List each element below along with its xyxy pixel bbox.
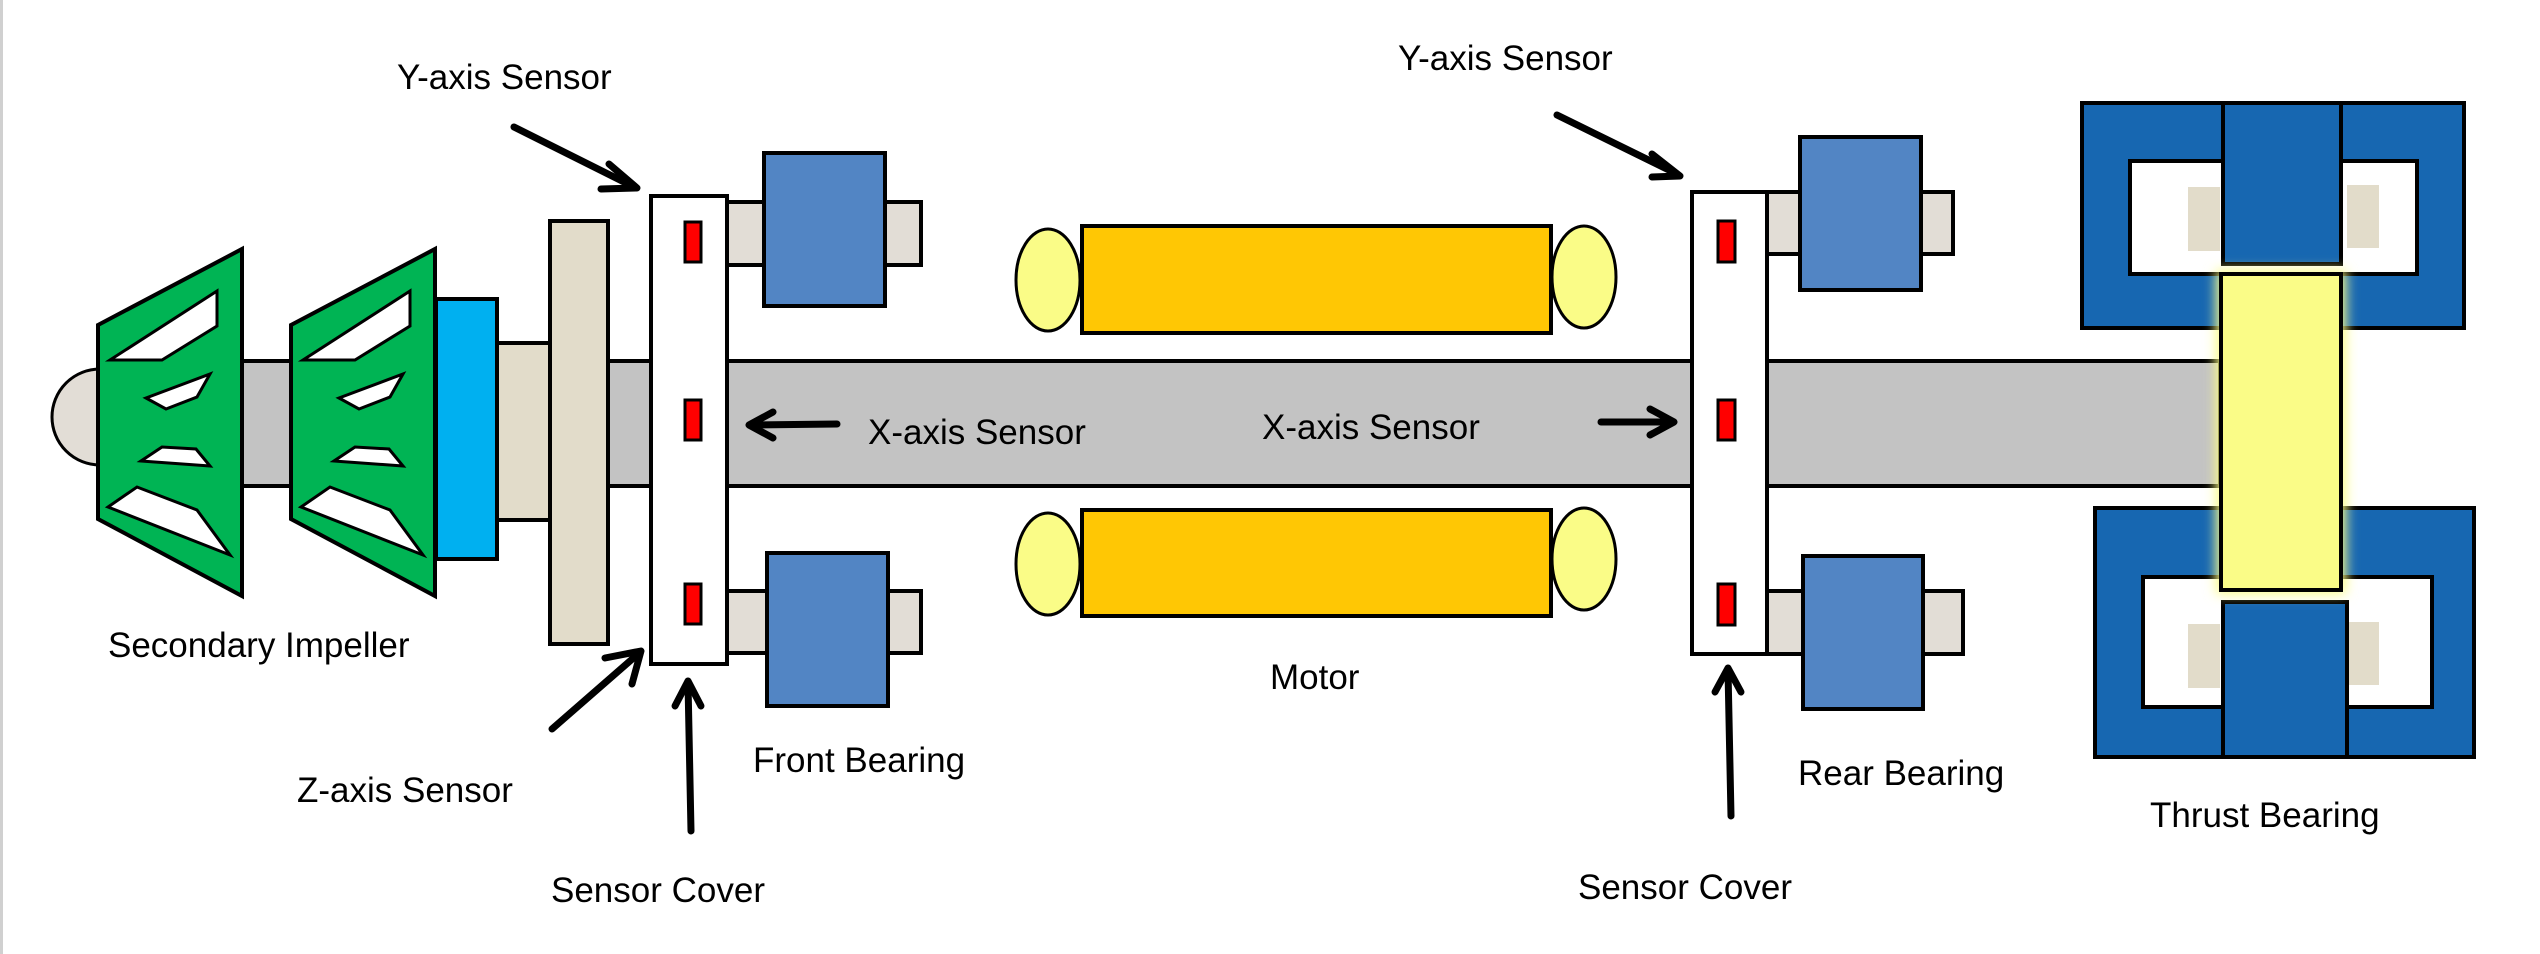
arrow-icon bbox=[671, 677, 705, 835]
impeller-vane bbox=[329, 445, 407, 468]
arrow-icon bbox=[510, 123, 641, 193]
spacer bbox=[495, 341, 552, 522]
impeller-stage-1 bbox=[96, 245, 244, 600]
rear-bearing-lower bbox=[1765, 554, 1965, 711]
sensor-cover-front-label: Sensor Cover bbox=[551, 871, 765, 910]
arrow-icon bbox=[1711, 664, 1745, 820]
impeller-vane bbox=[297, 288, 412, 362]
thrust-bearing-upper bbox=[2080, 101, 2466, 330]
x-axis-sensor-front-label: X-axis Sensor bbox=[868, 413, 1086, 452]
motor-upper bbox=[1014, 224, 1618, 335]
seal-plate bbox=[548, 219, 610, 646]
sensor-icon bbox=[683, 220, 703, 264]
arrow-icon bbox=[1597, 405, 1678, 439]
front-bearing-label: Front Bearing bbox=[753, 741, 965, 780]
thrust-bearing-label: Thrust Bearing bbox=[2150, 796, 2380, 835]
arrow-icon bbox=[745, 408, 841, 442]
motor-winding bbox=[1550, 506, 1618, 612]
thrust-collar bbox=[2216, 270, 2346, 594]
secondary-impeller-label: Secondary Impeller bbox=[108, 626, 410, 665]
y-axis-sensor-front-label: Y-axis Sensor bbox=[397, 58, 612, 97]
motor-winding bbox=[1014, 227, 1082, 333]
impeller-vane bbox=[104, 288, 219, 362]
impeller-stage-2 bbox=[289, 245, 437, 600]
impeller-vane bbox=[104, 485, 235, 559]
sensor-icon bbox=[683, 398, 703, 442]
motor-label: Motor bbox=[1270, 658, 1360, 697]
arrow-icon bbox=[1553, 111, 1684, 181]
motor-winding bbox=[1550, 224, 1618, 330]
impeller-vane bbox=[142, 371, 214, 411]
sensor-cover-rear-label: Sensor Cover bbox=[1578, 868, 1792, 907]
sensor-icon bbox=[1716, 219, 1737, 264]
motor-lower bbox=[1014, 506, 1618, 618]
thrust-bearing-lower bbox=[2093, 506, 2476, 759]
motor-winding bbox=[1014, 511, 1082, 617]
sensor-icon bbox=[1716, 398, 1737, 442]
impeller-vane bbox=[136, 445, 214, 468]
arrow-icon bbox=[548, 647, 645, 733]
rear-bearing-upper bbox=[1765, 135, 1955, 292]
front-bearing-upper bbox=[725, 151, 923, 308]
rear-bearing-label: Rear Bearing bbox=[1798, 754, 2004, 793]
left-border bbox=[0, 0, 3, 954]
impeller-vane bbox=[335, 371, 407, 411]
front-bearing-lower bbox=[725, 551, 923, 708]
z-axis-sensor-label: Z-axis Sensor bbox=[297, 771, 513, 810]
impeller-hub bbox=[434, 297, 499, 561]
impeller-vane bbox=[297, 485, 428, 559]
y-axis-sensor-rear-label: Y-axis Sensor bbox=[1398, 39, 1613, 78]
sensor-icon bbox=[683, 582, 703, 626]
sensor-icon bbox=[1716, 582, 1737, 627]
x-axis-sensor-rear-label: X-axis Sensor bbox=[1262, 408, 1480, 447]
